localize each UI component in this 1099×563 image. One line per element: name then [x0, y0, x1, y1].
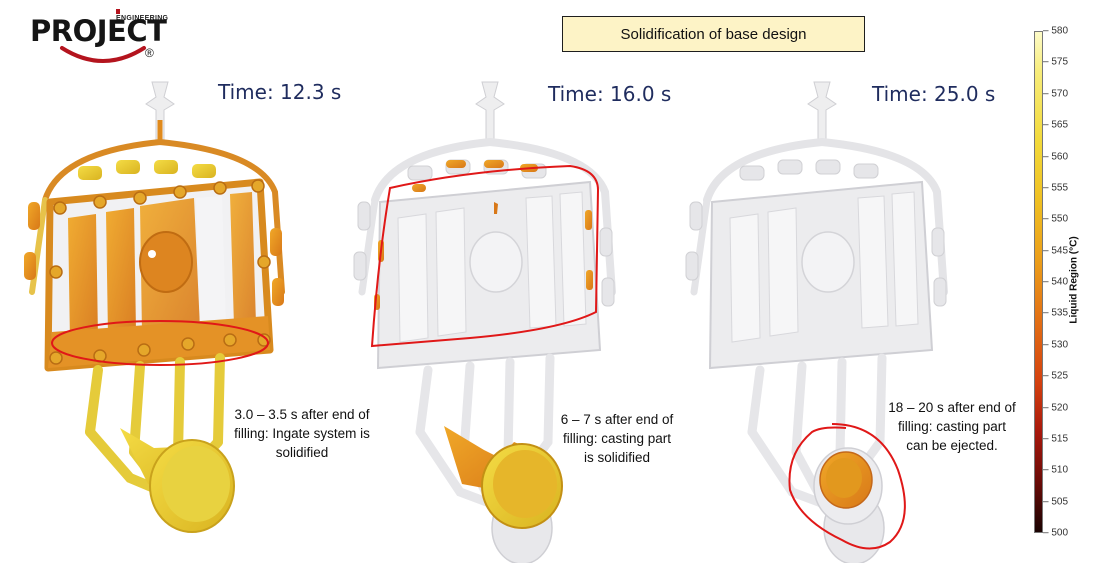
time-label-panel-1: Time: 12.3 s [218, 80, 342, 104]
biscuit-highlight-ring [788, 423, 906, 550]
logo-wordmark: PROJECT [30, 14, 167, 48]
annotation-panel-3: 18 – 20 s after end of filling: casting … [872, 398, 1032, 455]
colorbar-ticks: – 580 – 575 – 570 – 565 – 560 – 555 – 550 – 545… [1043, 26, 1093, 539]
diagram-title: Solidification of base design [562, 16, 865, 52]
colorbar-tick-label: – 520 [1043, 402, 1069, 413]
annotation-line: 18 – 20 s after end of [888, 400, 1016, 415]
colorbar-tick-label: – 555 [1043, 182, 1069, 194]
temperature-colorbar [1034, 31, 1043, 533]
colorbar-tick-label: – 560 [1043, 151, 1069, 162]
annotation-line: can be ejected. [906, 438, 998, 453]
annotation-line: filling: casting part [897, 419, 1007, 434]
colorbar-tick-label: – 565 [1043, 119, 1069, 131]
colorbar-tick-label: – 515 [1043, 433, 1069, 445]
annotation-line: 6 – 7 s after end of [560, 412, 674, 427]
project-engineering-logo: ENGINEERING PROJECT ® [28, 6, 168, 66]
logo-engineering-text: ENGINEERING [116, 8, 168, 22]
logo-registered-mark: ® [145, 46, 154, 60]
logo-swoosh-icon [60, 46, 146, 63]
render-panel-3 [686, 82, 946, 563]
annotation-panel-2: 6 – 7 s after end of filling: casting pa… [542, 410, 692, 467]
colorbar-tick-label: – 500 [1043, 527, 1069, 539]
annotation-panel-1: 3.0 – 3.5 s after end of filling: Ingate… [212, 405, 392, 462]
colorbar-tick-label: – 505 [1043, 496, 1069, 508]
colorbar-tick-label: – 550 [1043, 213, 1069, 225]
annotation-line: 3.0 – 3.5 s after end of [234, 407, 370, 422]
render-panel-1 [24, 81, 285, 533]
colorbar-tick-label: – 540 [1043, 276, 1069, 288]
time-label-panel-3: Time: 25.0 s [872, 82, 996, 106]
time-label-panel-2: Time: 16.0 s [548, 82, 672, 106]
render-panel-2 [354, 82, 614, 563]
colorbar-tick-label: – 525 [1043, 370, 1069, 382]
colorbar-tick-label: – 545 [1043, 245, 1069, 257]
colorbar-tick-label: – 570 [1043, 88, 1069, 100]
colorbar-tick-label: – 575 [1043, 56, 1069, 68]
annotation-line: filling: Ingate system is [234, 426, 370, 441]
colorbar-tick-label: – 535 [1043, 307, 1069, 319]
colorbar-tick-label: – 580 [1043, 25, 1069, 37]
ingate-highlight-ring [51, 320, 269, 366]
annotation-line: is solidified [583, 450, 651, 465]
casting-simulation-renders [24, 0, 1030, 563]
colorbar-tick-label: – 530 [1043, 339, 1069, 351]
colorbar-tick-label: – 510 [1043, 464, 1069, 476]
annotation-line: filling: casting part [562, 431, 672, 446]
casting-part-highlight-ring [370, 164, 600, 348]
annotation-line: solidified [275, 445, 329, 460]
